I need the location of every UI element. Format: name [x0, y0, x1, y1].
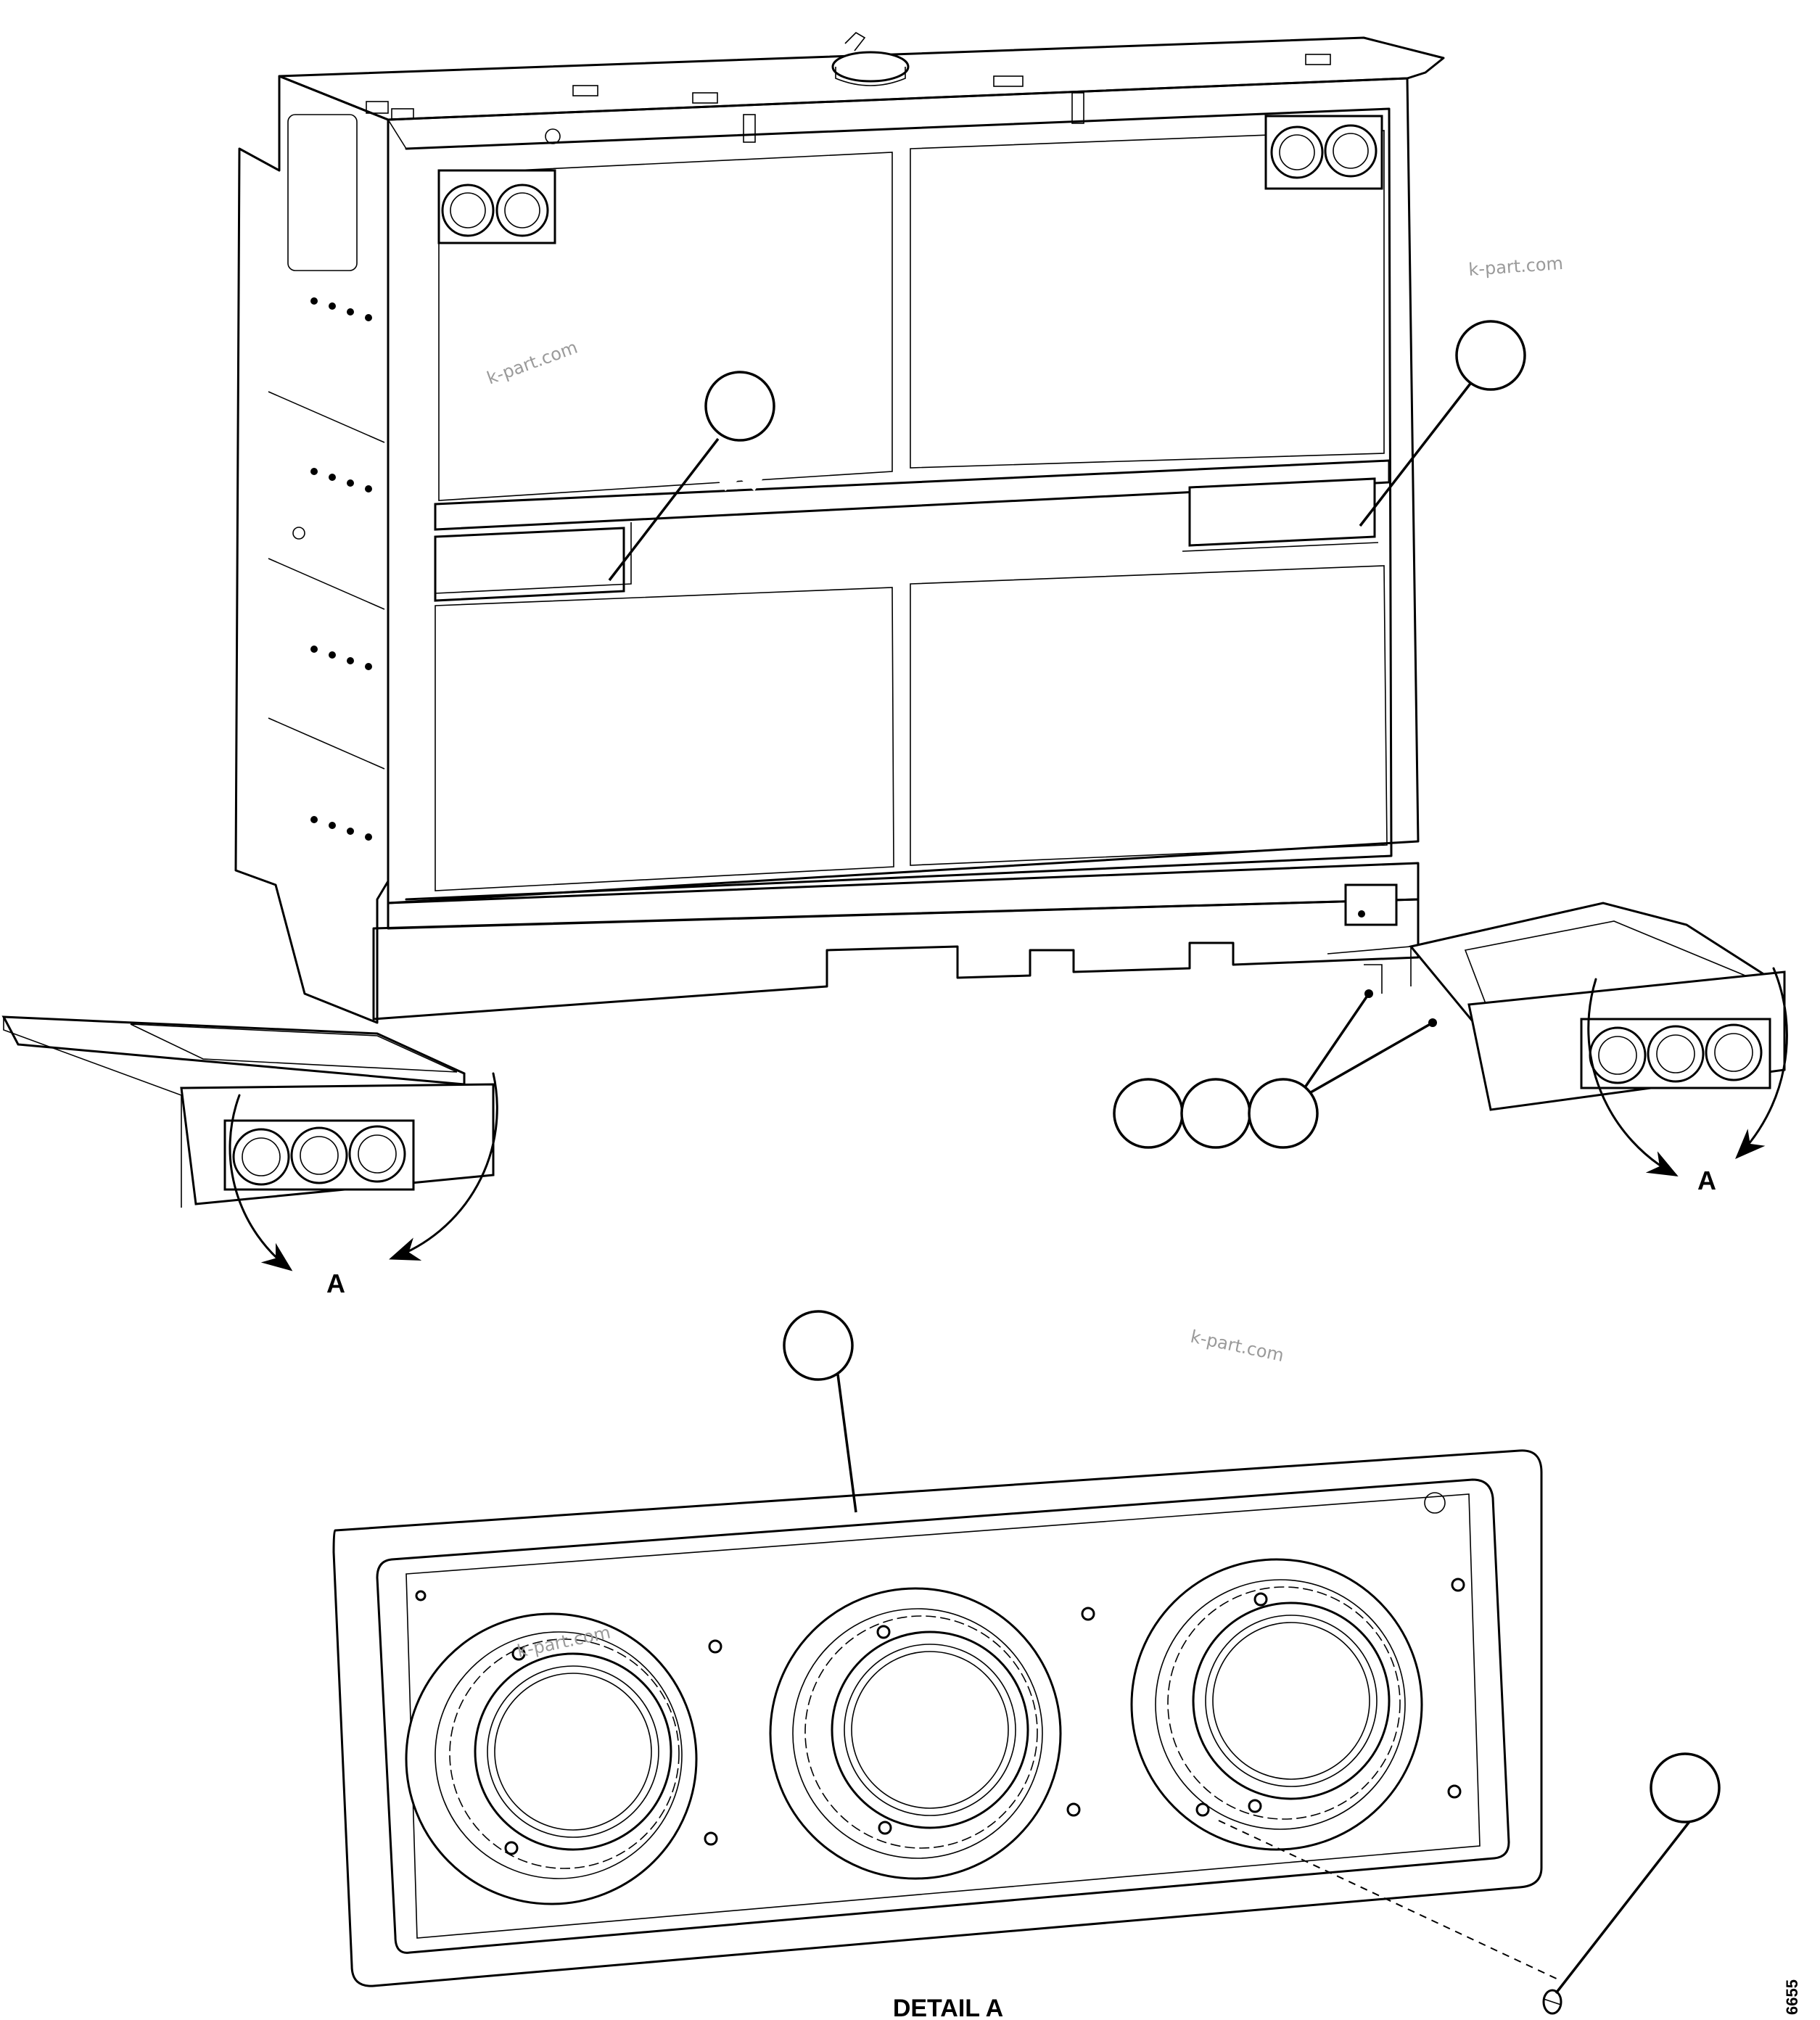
detail-screw	[1542, 1989, 1562, 2015]
watermark: k-part.com	[484, 337, 580, 389]
callout-mount-3[interactable]	[1248, 1078, 1319, 1149]
detail-lamp-1	[405, 1612, 722, 1905]
filler-cap	[831, 31, 910, 86]
side-bolts	[310, 297, 372, 841]
callout-lamp-housing[interactable]	[783, 1310, 854, 1381]
view-a-label-left: A	[326, 1269, 345, 1298]
watermark: k-part.com	[1189, 1326, 1286, 1366]
grille-light-pod-left	[437, 169, 556, 244]
left-lamp-bracket: A	[1, 1015, 498, 1298]
right-lamp-bracket: A	[1327, 902, 1788, 1195]
detail-a-title: DETAIL A	[893, 1995, 1003, 2020]
callout-mount-1[interactable]	[1113, 1078, 1184, 1149]
grille-light-pod-right	[1264, 115, 1383, 190]
drawing-code: 6655	[1783, 1979, 1801, 2015]
callout-grille-right[interactable]	[1455, 320, 1526, 391]
radiator-assembly	[234, 31, 1445, 1024]
detail-a-lamp-housing: DETAIL A	[332, 1449, 1562, 2020]
callout-grille-center[interactable]	[704, 371, 775, 442]
left-bracket-lamps	[232, 1125, 406, 1186]
detail-lamp-2	[769, 1587, 1095, 1880]
right-bracket-lamps	[1589, 1023, 1763, 1084]
callout-screw[interactable]	[1650, 1752, 1721, 1823]
watermark: k-part.com	[1467, 253, 1563, 280]
detail-lamp-3	[1130, 1558, 1465, 1851]
view-a-label-right: A	[1697, 1166, 1716, 1195]
callouts	[608, 320, 1721, 1995]
callout-mount-2[interactable]	[1180, 1078, 1251, 1149]
